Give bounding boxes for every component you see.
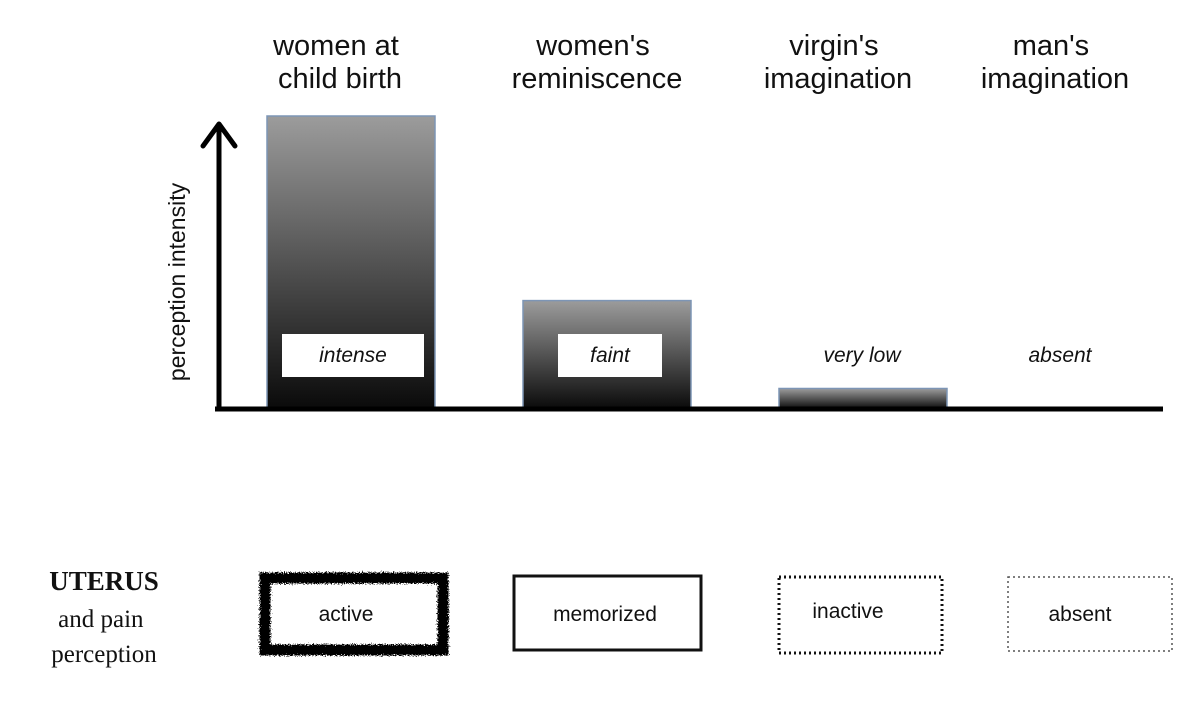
- category-label-2-line-1: women's: [535, 30, 650, 62]
- state-label-memorized: memorized: [553, 603, 657, 626]
- uterus-title: UTERUS: [49, 566, 159, 596]
- y-axis-label: perception intensity: [164, 182, 190, 381]
- uterus-subtitle: and pain perception: [51, 606, 157, 668]
- category-label-2: women's reminiscence: [512, 30, 683, 95]
- category-label-2-line-2: reminiscence: [512, 63, 683, 95]
- bar-3: [778, 387, 948, 410]
- category-label-4-line-1: man's: [1013, 30, 1089, 62]
- state-label-active: active: [319, 603, 374, 626]
- category-label-1-line-2: child birth: [278, 63, 402, 95]
- category-label-3: virgin's imagination: [764, 30, 912, 95]
- bar-label-4: absent: [1028, 344, 1092, 367]
- uterus-subtitle-line-2: perception: [51, 641, 157, 668]
- state-label-absent: absent: [1048, 603, 1111, 626]
- category-label-4: man's imagination: [981, 30, 1129, 95]
- y-axis-arrowhead: [200, 121, 238, 149]
- category-label-3-line-2: imagination: [764, 63, 912, 95]
- bar-label-3: very low: [823, 344, 902, 367]
- state-box-active: [259, 572, 449, 656]
- uterus-subtitle-line-1: and pain: [58, 606, 144, 633]
- state-label-inactive: inactive: [812, 600, 883, 623]
- bar-label-2: faint: [590, 344, 631, 367]
- bar-label-1: intense: [319, 344, 387, 367]
- category-labels: women at child birth women's reminiscenc…: [272, 30, 1129, 95]
- state-box-inactive: [777, 575, 944, 655]
- category-label-1-line-1: women at: [272, 30, 399, 62]
- bar-label-box-2: [558, 334, 662, 377]
- state-box-absent: [1007, 576, 1173, 652]
- category-label-4-line-2: imagination: [981, 63, 1129, 95]
- category-label-3-line-1: virgin's: [789, 30, 878, 62]
- category-label-1: women at child birth: [272, 30, 407, 95]
- bar-label-box-1: [282, 334, 424, 377]
- state-box-memorized: [512, 574, 703, 652]
